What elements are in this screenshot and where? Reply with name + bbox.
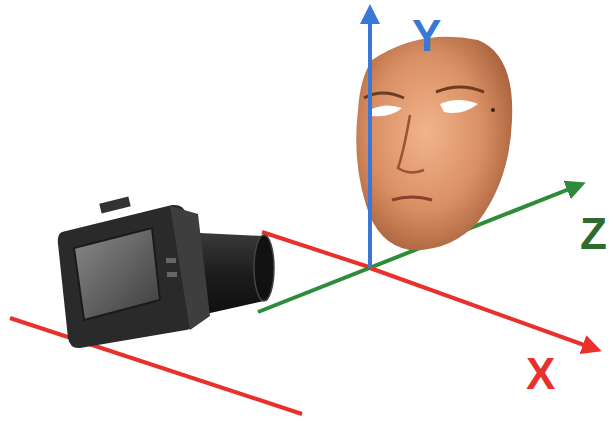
camera: [58, 197, 274, 349]
camera-button: [167, 272, 177, 277]
ground-line: [262, 232, 372, 268]
face: [356, 37, 512, 250]
face-mask: [356, 37, 512, 250]
camera-side: [170, 206, 210, 330]
axis-label: Y: [412, 14, 441, 58]
mouth: [392, 197, 432, 200]
lens-front: [254, 235, 274, 301]
axis-label: X: [526, 352, 555, 396]
x-axis: [370, 268, 598, 350]
eye: [370, 105, 402, 116]
hot-shoe: [99, 197, 131, 214]
camera-screen: [74, 228, 160, 320]
nose: [398, 115, 424, 173]
eyebrow: [436, 87, 484, 92]
camera-button: [166, 258, 176, 263]
mole: [491, 108, 495, 112]
y-axis: [368, 8, 372, 268]
axis-label: Z: [580, 212, 607, 256]
eye: [440, 100, 478, 113]
